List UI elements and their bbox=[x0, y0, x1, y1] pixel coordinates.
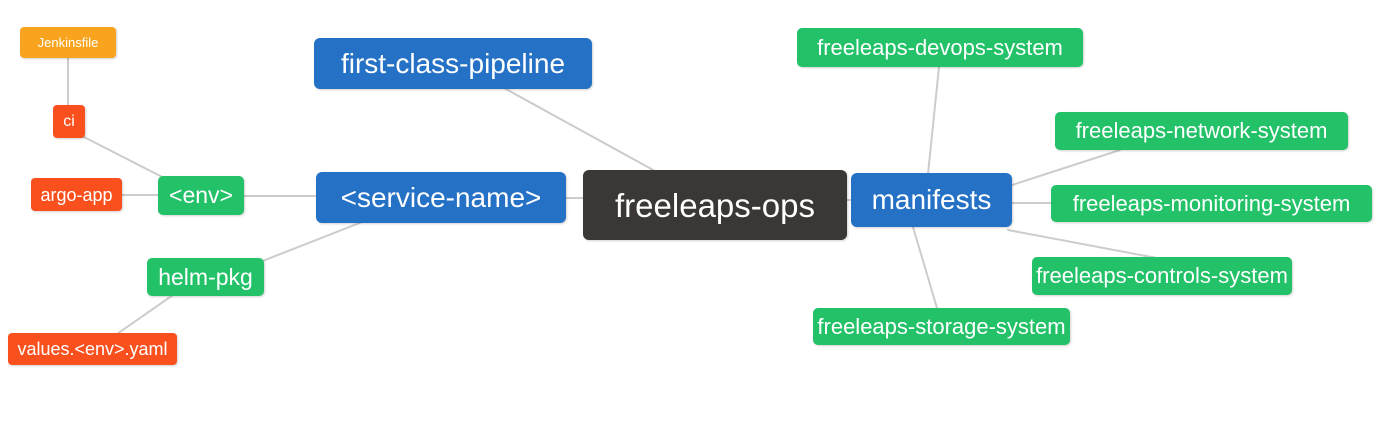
edge-manifests-storage bbox=[912, 226, 938, 309]
edge-manifests-controls bbox=[1007, 229, 1163, 260]
node-freeleaps-controls-system[interactable]: freeleaps-controls-system bbox=[1032, 257, 1292, 295]
node-first-class-pipeline[interactable]: first-class-pipeline bbox=[314, 38, 592, 89]
node-manifests[interactable]: manifests bbox=[851, 173, 1012, 227]
node-freeleaps-network-system[interactable]: freeleaps-network-system bbox=[1055, 112, 1348, 150]
edge-manifests-network bbox=[1011, 149, 1121, 186]
edge-pipeline-root bbox=[503, 87, 656, 172]
node-freeleaps-monitoring-system[interactable]: freeleaps-monitoring-system bbox=[1051, 185, 1372, 222]
node-argo-app[interactable]: argo-app bbox=[31, 178, 122, 211]
node-service-name[interactable]: <service-name> bbox=[316, 172, 566, 223]
node-ci[interactable]: ci bbox=[53, 105, 85, 138]
node-helm-pkg[interactable]: helm-pkg bbox=[147, 258, 264, 296]
edge-service-name-helm-pkg bbox=[259, 221, 363, 263]
edge-helm-pkg-values bbox=[116, 294, 174, 335]
node-values-env-yaml[interactable]: values.<env>.yaml bbox=[8, 333, 177, 365]
node-jenkinsfile[interactable]: Jenkinsfile bbox=[20, 27, 116, 58]
node-env[interactable]: <env> bbox=[158, 176, 244, 215]
edge-manifests-devops bbox=[927, 66, 940, 175]
node-freeleaps-storage-system[interactable]: freeleaps-storage-system bbox=[813, 308, 1070, 345]
node-freeleaps-ops-root[interactable]: freeleaps-ops bbox=[583, 170, 847, 240]
edge-ci-env bbox=[79, 134, 173, 183]
node-freeleaps-devops-system[interactable]: freeleaps-devops-system bbox=[797, 28, 1083, 67]
